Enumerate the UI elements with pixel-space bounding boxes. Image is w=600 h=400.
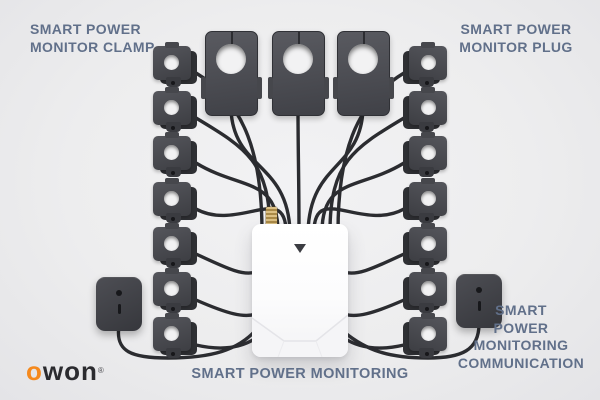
monitor-plug-device	[403, 87, 447, 132]
large-current-clamp	[201, 31, 262, 116]
monitor-clamp-device	[153, 178, 197, 223]
clamp-hole	[164, 145, 179, 160]
clamp-hole	[164, 281, 179, 296]
slot	[478, 301, 481, 311]
label-line: SMART POWER	[30, 21, 141, 37]
registered-mark: ®	[97, 366, 105, 375]
monitoring-communication-module-right	[456, 274, 502, 328]
monitor-plug-device	[403, 223, 447, 268]
label-monitor-clamp: SMART POWER MONITOR CLAMP	[30, 20, 155, 56]
cable	[320, 161, 406, 234]
clamp-hole	[348, 44, 378, 74]
clamp-hole	[164, 191, 179, 206]
cable	[194, 252, 258, 275]
antenna-connector	[266, 207, 277, 225]
clamp-hole	[216, 44, 246, 74]
label-line: MONITOR CLAMP	[30, 39, 155, 55]
cable	[342, 322, 481, 360]
clamp-hole	[421, 281, 436, 296]
clamp-hole	[421, 236, 436, 251]
label-line: MONITORING	[473, 337, 569, 353]
label-line: MONITOR PLUG	[459, 39, 573, 55]
cable	[306, 108, 365, 234]
large-current-clamp	[268, 31, 329, 116]
monitor-clamp-device	[153, 223, 197, 268]
cable	[296, 108, 301, 234]
cable	[116, 324, 258, 360]
clamp-hole	[164, 236, 179, 251]
monitor-clamp-device	[153, 313, 197, 358]
label-line: SMART	[495, 302, 547, 318]
monitor-plug-device	[403, 42, 447, 87]
label-line: COMMUNICATION	[457, 354, 585, 371]
monitor-plug-device	[403, 178, 447, 223]
clamp-hole	[283, 44, 313, 74]
brand-triangle-icon	[294, 244, 306, 253]
clamp-hole	[421, 145, 436, 160]
label-smart-power-monitoring: SMART POWER MONITORING	[0, 365, 600, 383]
monitor-plug-device	[403, 313, 447, 358]
label-line: SMART POWER MONITORING	[191, 366, 409, 382]
clamp-hole	[421, 326, 436, 341]
clamp-hole	[421, 55, 436, 70]
pinhole	[476, 287, 482, 293]
cable	[312, 207, 406, 234]
cable	[342, 252, 406, 275]
slot	[118, 304, 121, 314]
gateway-facets	[252, 314, 348, 357]
large-current-clamp	[333, 31, 394, 116]
monitoring-communication-module-left	[96, 277, 142, 331]
clamp-hole	[164, 55, 179, 70]
owon-logo: owon®	[26, 356, 105, 386]
cable	[342, 298, 406, 318]
monitor-clamp-device	[153, 268, 197, 313]
label-monitor-plug: SMART POWER MONITOR PLUG	[448, 20, 584, 56]
monitor-clamp-device	[153, 42, 197, 87]
monitor-clamp-device	[153, 132, 197, 177]
cable	[194, 207, 288, 234]
cable	[194, 298, 258, 318]
monitor-plug-device	[403, 132, 447, 177]
pinhole	[116, 290, 122, 296]
monitor-clamp-device	[153, 87, 197, 132]
cable	[229, 108, 292, 234]
label-monitoring-communication: SMART POWER MONITORING COMMUNICATION	[452, 302, 590, 372]
monitoring-gateway	[252, 224, 348, 357]
monitor-plug-device	[403, 268, 447, 313]
logo-letter-o: o	[26, 356, 43, 386]
label-line: POWER	[493, 319, 549, 336]
clamp-hole	[164, 100, 179, 115]
label-line: SMART POWER	[460, 21, 572, 37]
clamp-hole	[164, 326, 179, 341]
logo-letters-won: won	[42, 356, 98, 386]
clamp-hole	[421, 100, 436, 115]
clamp-hole	[421, 191, 436, 206]
